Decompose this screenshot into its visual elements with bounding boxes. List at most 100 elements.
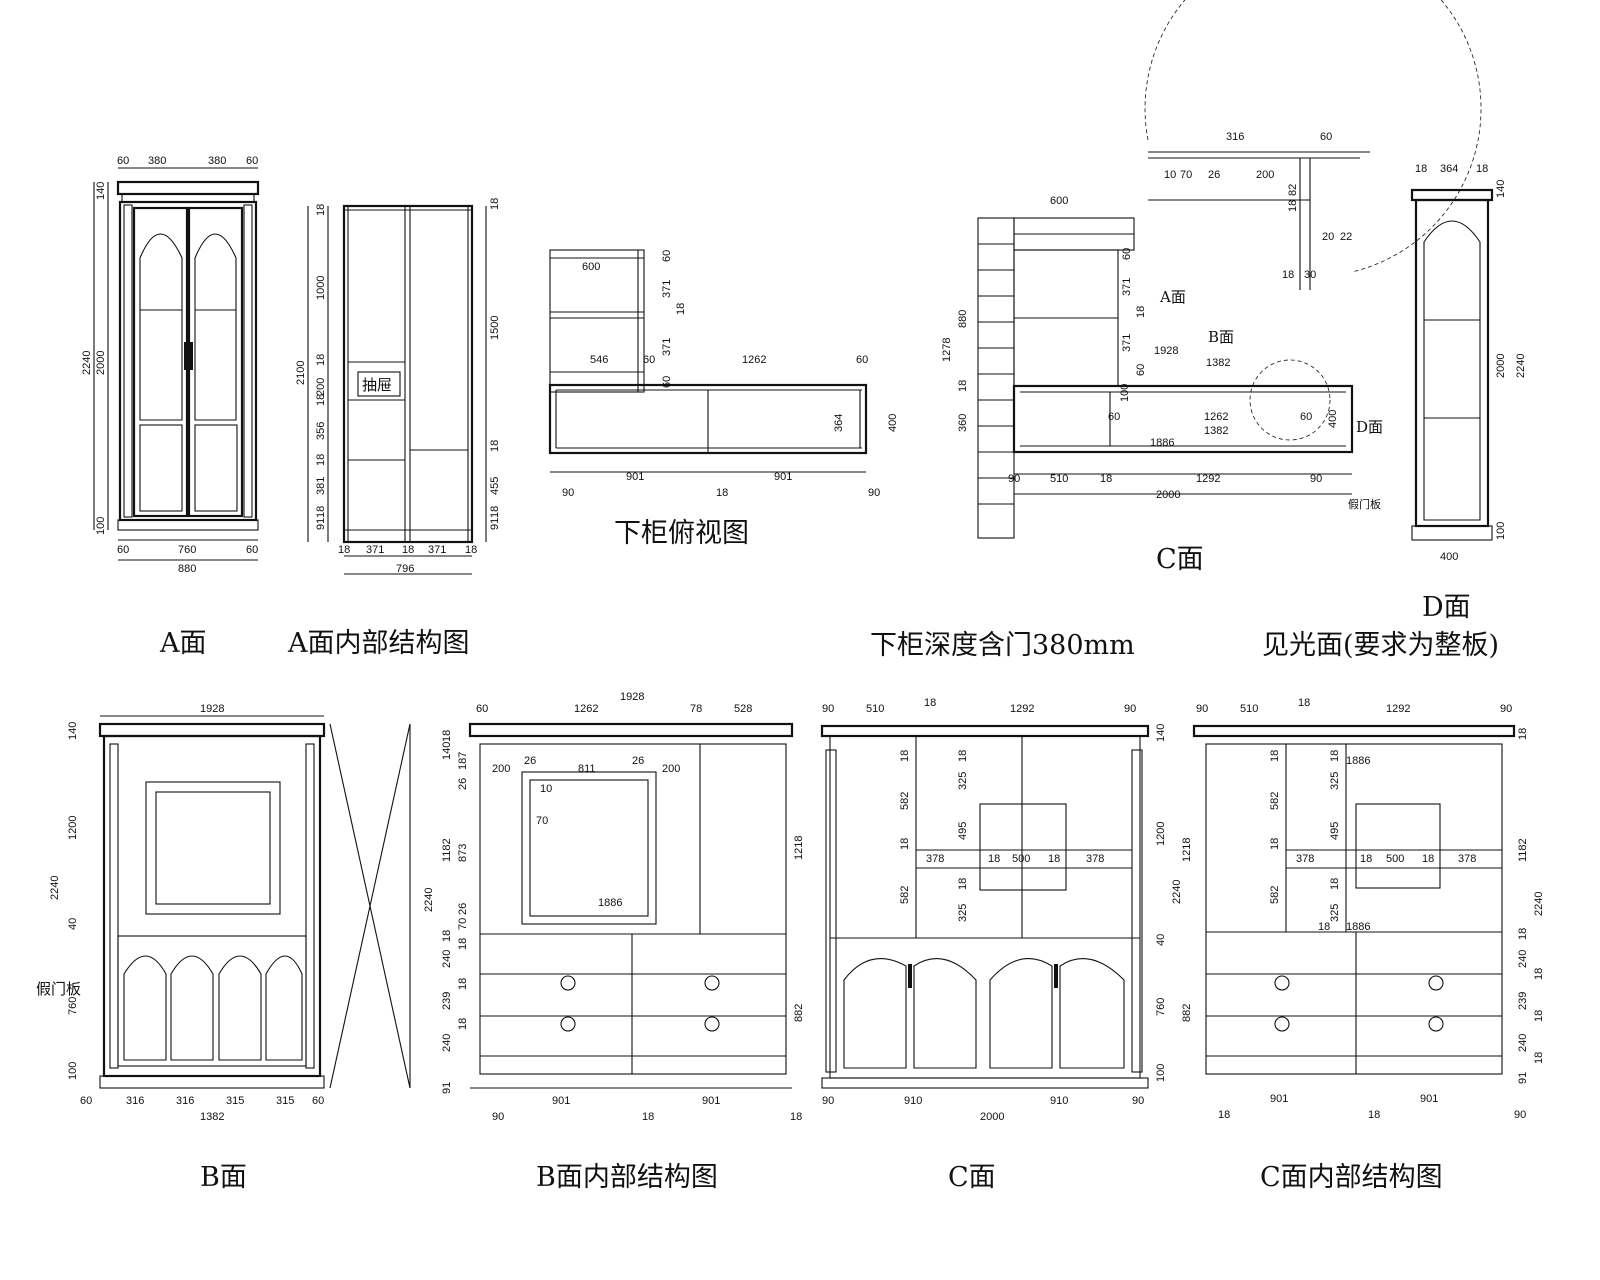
dim-d-2: 18 (1476, 163, 1488, 175)
dim-bi-32: 90 (492, 1111, 504, 1123)
dim-ci-22: 1182 (1517, 838, 1529, 862)
dim-ai-bottom-1: 371 (366, 544, 384, 556)
dim-ci-3: 1292 (1386, 703, 1410, 715)
dim-c-14: 1262 (1204, 411, 1228, 423)
dim-a-bottom-0: 60 (117, 544, 129, 556)
a-face-dimensions: 60 380 380 60 60 760 60 880 140 2240 200… (81, 155, 258, 575)
dim-c-2: 371 (1121, 278, 1133, 296)
dim-b-2: 1200 (67, 816, 79, 840)
dim-ci-11: 325 (1329, 772, 1341, 790)
dim-bi-30: 1218 (793, 836, 805, 860)
dim-bi-27: 18 (457, 1018, 469, 1030)
c-internal-structure: 90 510 18 1292 90 1886 18 582 18 582 18 … (1181, 697, 1545, 1121)
dim-c-15: 60 (1300, 411, 1312, 423)
dim-bi-8: 26 (632, 755, 644, 767)
dim-cf-7: 18 (899, 838, 911, 850)
dim-ci-7: 582 (1269, 792, 1281, 810)
dim-ci-0: 90 (1196, 703, 1208, 715)
dim-bi-5: 200 (492, 763, 510, 775)
dim-cf-26: 910 (904, 1095, 922, 1107)
dim-c-8: 18 (957, 380, 969, 392)
dim-bi-24: 240 (441, 950, 453, 968)
dim-b-6: 100 (67, 1062, 79, 1080)
dim-d-1: 364 (1440, 163, 1458, 175)
dim-a-left-2: 2000 (95, 351, 107, 375)
dim-ai-right-1: 1500 (489, 316, 501, 340)
dim-ci-5: 1886 (1346, 755, 1370, 767)
dim-ci-36: 18 (1368, 1109, 1380, 1121)
c-face-elevation: 90 510 18 1292 90 18 582 18 582 18 325 4… (820, 697, 1183, 1123)
dim-tv-0: 600 (582, 261, 600, 273)
dim-ai-right-0: 18 (489, 198, 501, 210)
dim-tv-8: 60 (856, 354, 868, 366)
dim-ai-total: 796 (396, 563, 414, 575)
dim-bi-20: 26 (457, 903, 469, 915)
dim-ci-31: 91 (1517, 1072, 1529, 1084)
dim-cf-12: 18 (957, 878, 969, 890)
title-lower-top-view: 下柜俯视图 (614, 518, 749, 549)
dim-cf-19: 140 (1155, 724, 1167, 742)
dim-cf-13: 325 (957, 904, 969, 922)
dim-cf-1: 510 (866, 703, 884, 715)
dim-ai-right-4: 91 (489, 518, 501, 530)
dim-c-18: 1886 (1150, 437, 1174, 449)
dim-c-9: 360 (957, 414, 969, 432)
dim-tv-14: 901 (774, 471, 792, 483)
a-internal-structure: 抽屉 (342, 204, 474, 544)
dim-ai-left-0: 18 (315, 204, 327, 216)
dim-ci-39: 18 (1318, 921, 1330, 933)
dim-ci-30: 240 (1517, 1034, 1529, 1052)
dim-ai-right-2: 18 (489, 440, 501, 452)
dim-bi-4: 528 (734, 703, 752, 715)
dim-c-16: 1382 (1204, 425, 1228, 437)
dim-cf-11: 495 (957, 822, 969, 840)
dim-ai-left-7: 18 (315, 454, 327, 466)
dim-c-22: 1292 (1196, 473, 1220, 485)
dim-ci-25: 18 (1517, 928, 1529, 940)
dim-cf-16: 500 (1012, 853, 1030, 865)
dim-bi-31: 882 (793, 1004, 805, 1022)
dim-tv-4: 371 (661, 338, 673, 356)
dim-detail-1: 60 (1320, 131, 1332, 143)
dim-c-3: 18 (1135, 306, 1147, 318)
dim-detail-11: 30 (1304, 269, 1316, 281)
dim-ci-23: 2240 (1533, 892, 1545, 916)
dim-cf-18: 378 (1086, 853, 1104, 865)
dim-ci-19: 378 (1458, 853, 1476, 865)
dim-bi-23: 18 (457, 938, 469, 950)
dim-ai-left-3: 18 (315, 354, 327, 366)
dim-tv-9: 60 (661, 376, 673, 388)
dim-b-7: 60 (80, 1095, 92, 1107)
dim-ci-27: 18 (1533, 968, 1545, 980)
dim-cf-9: 18 (957, 750, 969, 762)
title-depth-note: 下柜深度含门380mm (870, 630, 1135, 661)
dim-ci-17: 500 (1386, 853, 1404, 865)
dim-tv-7: 1262 (742, 354, 766, 366)
dim-bi-12: 18 (441, 730, 453, 742)
dim-a-bottom-2: 60 (246, 544, 258, 556)
dim-ci-18: 18 (1422, 853, 1434, 865)
dim-bi-15: 26 (457, 778, 469, 790)
dim-tv-1: 60 (661, 250, 673, 262)
title-b-internal: B面内部结构图 (536, 1162, 718, 1193)
dim-bi-22: 18 (441, 930, 453, 942)
dim-ai-left-9: 91 (315, 518, 327, 530)
dim-bi-29: 91 (441, 1082, 453, 1094)
detail-circle: 316 60 10 70 26 200 82 18 20 22 18 30 (1144, 0, 1482, 290)
dim-ci-13: 18 (1329, 878, 1341, 890)
dim-cf-8: 582 (899, 886, 911, 904)
dim-bi-10: 10 (540, 783, 552, 795)
dim-b-1: 140 (67, 722, 79, 740)
dim-bi-1: 60 (476, 703, 488, 715)
dim-c-11: 1382 (1206, 357, 1230, 369)
dim-c-1: 60 (1121, 248, 1133, 260)
dim-a-left-0: 140 (95, 182, 107, 200)
dim-a-left-3: 100 (95, 517, 107, 535)
dim-ci-26: 240 (1517, 950, 1529, 968)
dim-a-total: 880 (178, 563, 196, 575)
dim-b-13: 1382 (200, 1111, 224, 1123)
dim-cf-27: 910 (1050, 1095, 1068, 1107)
dim-tv-15: 90 (562, 487, 574, 499)
title-c-face: C面 (948, 1162, 996, 1193)
dim-ai-bottom-2: 18 (402, 544, 414, 556)
